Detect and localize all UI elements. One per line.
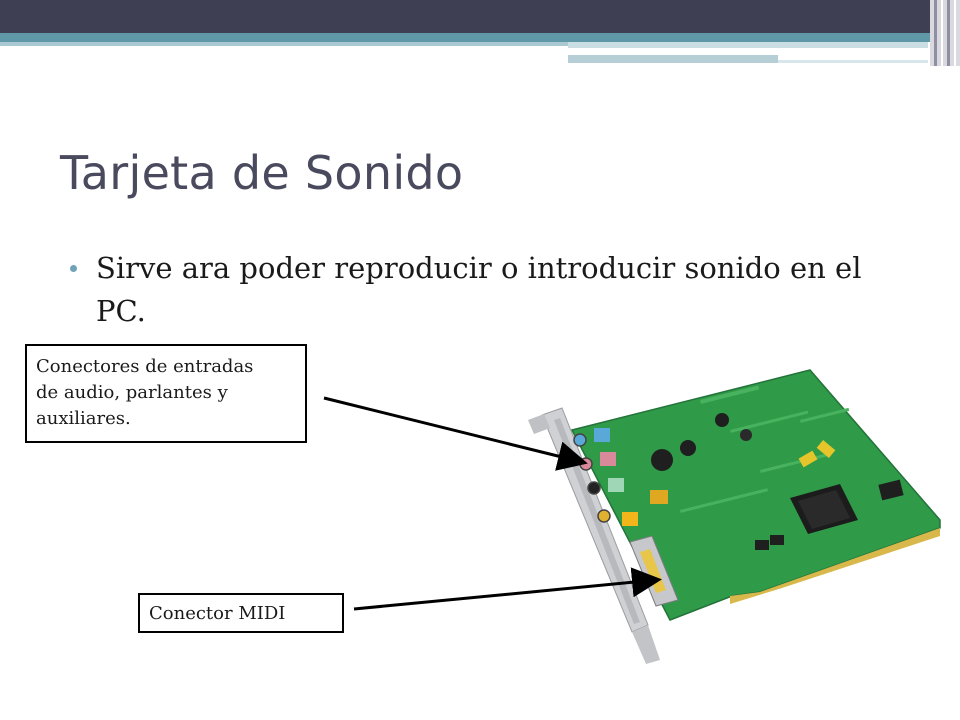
header-bar bbox=[0, 0, 960, 66]
callout-audio-line2: de audio, parlantes y bbox=[36, 382, 228, 403]
bullet-item: Sirve ara poder reproducir o introducir … bbox=[70, 247, 890, 333]
sound-card-icon bbox=[528, 369, 941, 664]
callout-audio-line1: Conectores de entradas bbox=[36, 356, 254, 377]
bullet-text: Sirve ara poder reproducir o introducir … bbox=[96, 251, 862, 328]
slide-title: Tarjeta de Sonido bbox=[60, 146, 464, 200]
callout-audio-connectors: Conectores de entradas de audio, parlant… bbox=[25, 344, 307, 443]
callout-audio-line3: auxiliares. bbox=[36, 408, 131, 429]
callout-midi-label: Conector MIDI bbox=[149, 603, 286, 624]
callout-midi-connector: Conector MIDI bbox=[138, 593, 344, 633]
bullet-icon bbox=[70, 265, 77, 272]
